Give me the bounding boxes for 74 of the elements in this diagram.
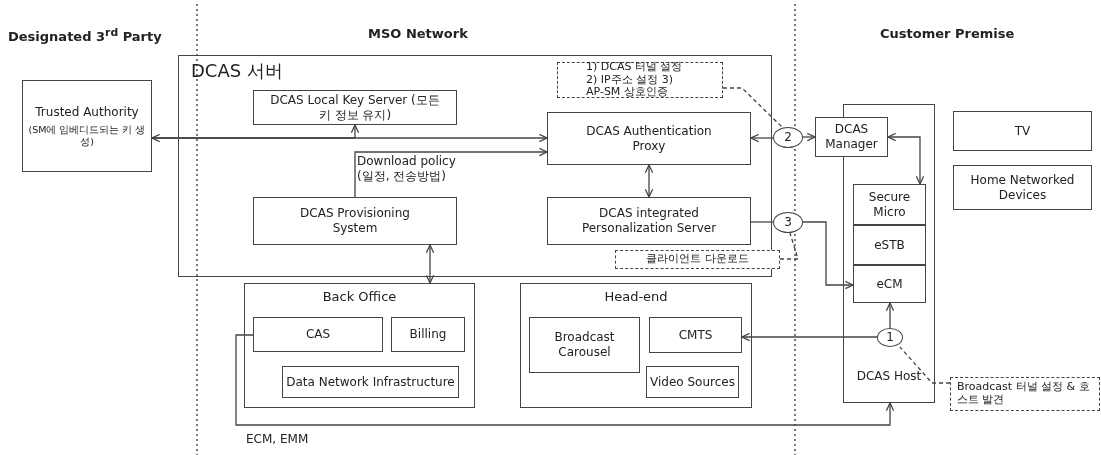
step-number: 3 bbox=[784, 215, 792, 230]
process-box bbox=[853, 265, 926, 303]
group-box bbox=[244, 283, 475, 408]
node-label: Secure Micro bbox=[867, 189, 912, 220]
process-box bbox=[529, 317, 640, 373]
process-box bbox=[282, 366, 459, 398]
node-label: CMTS bbox=[678, 327, 713, 343]
column-heading: Designated 3$^{rd}$ Party bbox=[8, 26, 162, 45]
arrow bbox=[354, 147, 548, 198]
node-label: Data Network Infrastructure bbox=[286, 374, 455, 390]
group-box bbox=[520, 283, 752, 408]
process-box bbox=[646, 366, 739, 398]
node-label: DCAS Manager bbox=[824, 122, 879, 152]
step-number: 2 bbox=[784, 130, 792, 145]
arrow bbox=[750, 133, 774, 143]
arrow bbox=[151, 133, 548, 143]
process-box bbox=[547, 112, 751, 165]
arrow bbox=[885, 302, 895, 329]
node-label: DCAS Provisioning System bbox=[299, 206, 411, 236]
node-label: eSTB bbox=[874, 237, 905, 253]
step-number-circle bbox=[773, 212, 803, 233]
process-box bbox=[953, 111, 1092, 151]
process-box bbox=[649, 317, 742, 353]
edge-label: ECM, EMM bbox=[246, 432, 310, 447]
node-label: Video Sources bbox=[650, 374, 735, 390]
process-box bbox=[253, 317, 383, 352]
leader-line bbox=[722, 87, 783, 128]
process-box bbox=[253, 90, 457, 125]
process-box bbox=[815, 117, 888, 157]
group-title: DCAS Host bbox=[855, 369, 923, 384]
node-label: CAS bbox=[305, 327, 331, 342]
group-title: DCAS 서버 bbox=[191, 60, 283, 83]
column-heading: Customer Premise bbox=[880, 26, 1015, 41]
node-label: Broadcast Carousel bbox=[553, 330, 616, 360]
arrow bbox=[802, 132, 816, 142]
step-number-circle bbox=[773, 127, 803, 148]
arrow bbox=[887, 132, 925, 185]
step-number-circle bbox=[877, 328, 903, 347]
column-heading: MSO Network bbox=[368, 26, 468, 41]
arrow bbox=[235, 334, 895, 426]
node-label: DCAS Authentication Proxy bbox=[585, 123, 713, 154]
connector-line bbox=[750, 221, 774, 223]
node-subtext: (SM에 임베디드되는 키 생성) bbox=[27, 123, 147, 148]
node-label: Trusted Authority bbox=[35, 104, 139, 120]
node-label: eCM bbox=[876, 276, 903, 292]
arrow bbox=[425, 244, 435, 284]
edge-label: Download policy (일정, 전송방법) bbox=[357, 154, 457, 184]
group-title: Back Office bbox=[322, 289, 397, 306]
node-label: Billing bbox=[409, 327, 447, 342]
node-label: Home Networked Devices bbox=[969, 172, 1076, 203]
node-label: TV bbox=[1014, 123, 1031, 139]
note-text: Broadcast 터널 설정 & 호스트 발견 bbox=[957, 381, 1091, 407]
note-text: 클라이언트 다운로드 bbox=[646, 253, 749, 266]
authority-box bbox=[22, 80, 152, 172]
node-label: DCAS Local Key Server (모든 키 정보 유지) bbox=[270, 92, 440, 123]
node-label: DCAS integrated Personalization Server bbox=[580, 206, 718, 236]
leader-line bbox=[899, 346, 951, 384]
note-text: 1) DCAS 터널 설정 2) IP주소 설정 3) AP-SM 상호인증 bbox=[586, 61, 684, 99]
note-box bbox=[615, 250, 780, 269]
process-box bbox=[253, 197, 457, 245]
group-title: Head-end bbox=[604, 289, 668, 306]
arrow bbox=[802, 221, 854, 290]
process-box bbox=[391, 317, 465, 352]
process-box bbox=[547, 197, 751, 245]
arrow bbox=[151, 124, 360, 139]
arrow bbox=[644, 164, 654, 198]
note-box bbox=[557, 62, 723, 98]
note-box bbox=[950, 377, 1100, 411]
process-box bbox=[953, 165, 1092, 210]
step-number: 1 bbox=[886, 330, 894, 345]
leader-line bbox=[779, 232, 799, 260]
process-box bbox=[853, 225, 926, 265]
process-box bbox=[853, 184, 926, 225]
arrow bbox=[741, 332, 878, 342]
